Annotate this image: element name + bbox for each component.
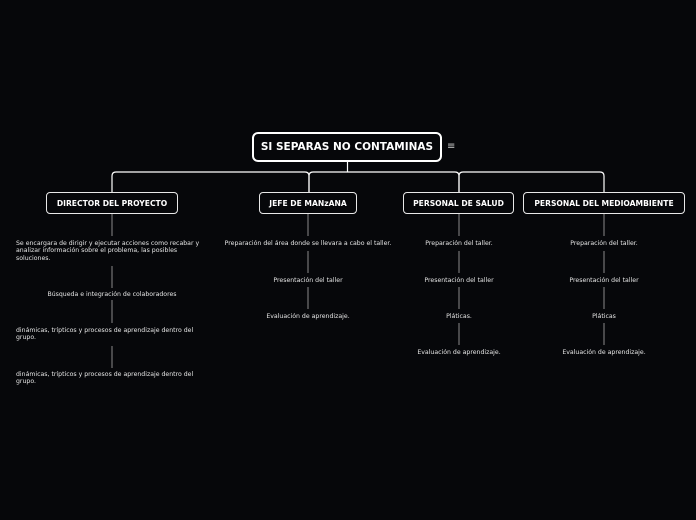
subtopic-director-1[interactable]: Se encargara de dirigir y ejecutar accio… [16,240,200,262]
subtopic-director-4[interactable]: dinámicas, trípticos y procesos de apren… [16,371,194,386]
hamburger-menu-icon[interactable]: ≡ [447,141,456,152]
subtopic-director-3[interactable]: dinámicas, trípticos y procesos de apren… [16,327,194,342]
subtopic-jefe-3[interactable]: Evaluación de aprendizaje. [266,313,350,320]
subtopic-salud-4[interactable]: Evaluación de aprendizaje. [417,349,501,356]
branch-connector-line [111,171,310,192]
subtopic-salud-3[interactable]: Pláticas. [446,313,472,320]
subtopic-salud-2[interactable]: Presentación del taller [424,277,494,284]
subtopic-medioambiente-4[interactable]: Evaluación de aprendizaje. [562,349,646,356]
subtopic-medioambiente-2[interactable]: Presentación del taller [569,277,639,284]
subtopic-salud-1[interactable]: Preparación del taller. [425,240,493,247]
subtopic-medioambiente-1[interactable]: Preparación del taller. [570,240,638,247]
branch-jefe-de-manzana[interactable]: JEFE DE MANzANA [259,192,357,214]
branch-connector-line [308,171,460,192]
subtopic-jefe-1[interactable]: Preparación del área donde se llevara a … [224,240,392,247]
branch-personal-del-medioambiente[interactable]: PERSONAL DEL MEDIOAMBIENTE [523,192,685,214]
root-topic[interactable]: SI SEPARAS NO CONTAMINAS [252,132,442,162]
branch-director-del-proyecto[interactable]: DIRECTOR DEL PROYECTO [46,192,178,214]
branch-connector-line [458,171,605,192]
subtopic-director-2[interactable]: Búsqueda e integración de colaboradores [47,291,177,298]
subtopic-medioambiente-3[interactable]: Pláticas [592,313,616,320]
subtopic-jefe-2[interactable]: Presentación del taller [273,277,343,284]
branch-personal-de-salud[interactable]: PERSONAL DE SALUD [403,192,514,214]
